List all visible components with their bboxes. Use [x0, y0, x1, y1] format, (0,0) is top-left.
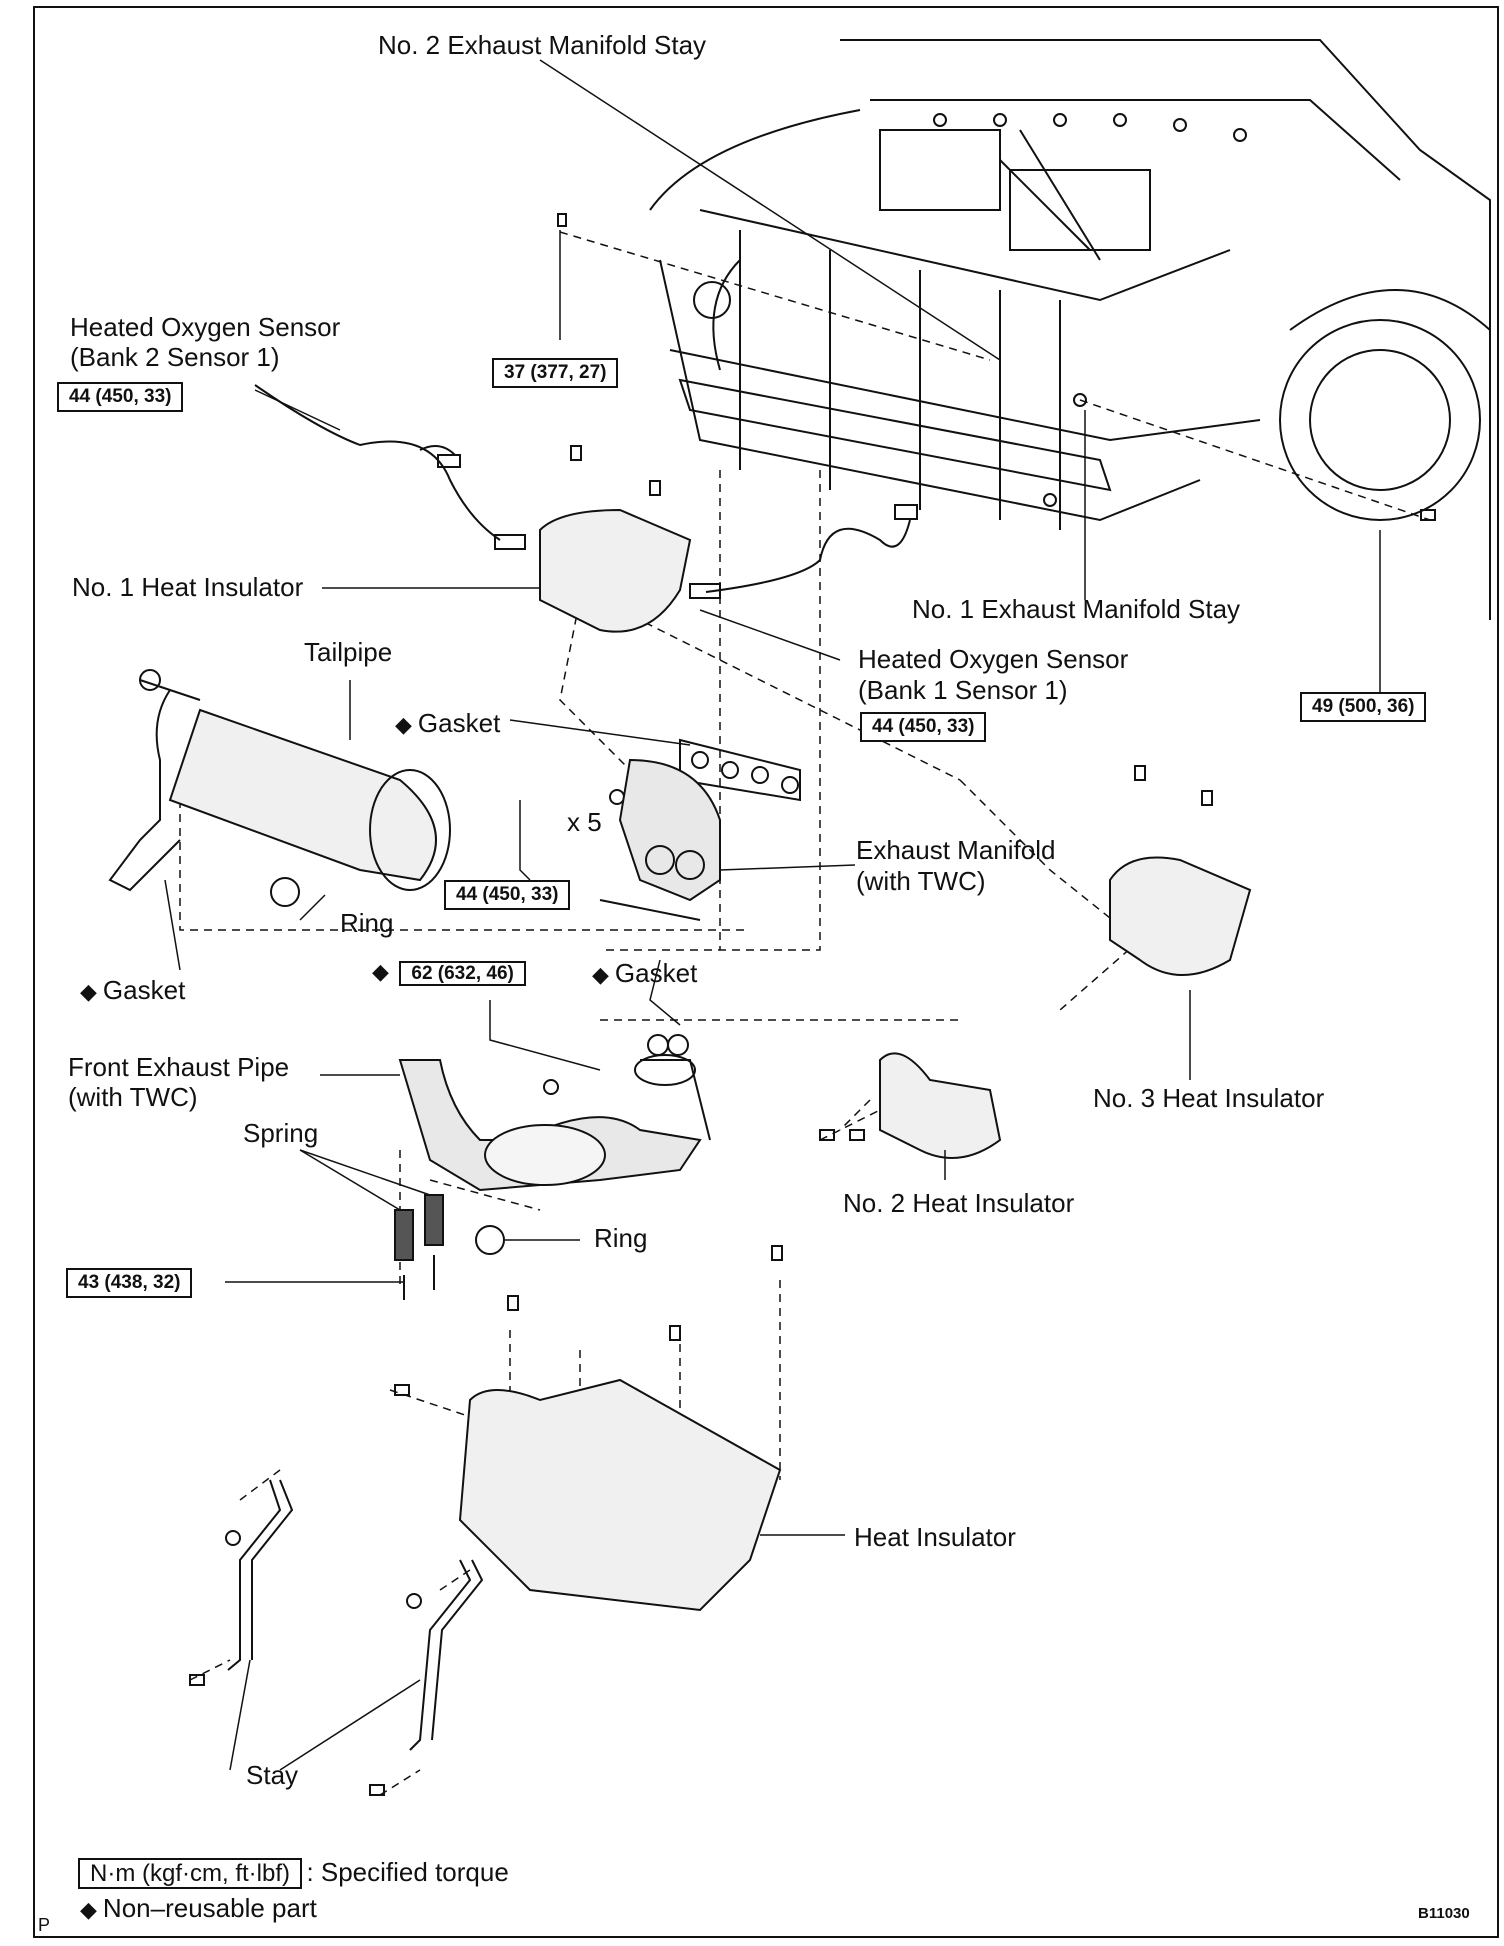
label-times-5: x 5: [567, 807, 602, 837]
label-no1-heat-insulator: No. 1 Heat Insulator: [72, 572, 304, 602]
legend-torque-unit-box: N·m (kgf·cm, ft·lbf): [78, 1858, 302, 1889]
torque-box-49: 49 (500, 36): [1300, 692, 1427, 722]
diagram-frame: [33, 6, 1499, 1938]
label-heated-oxygen-sensor-bank2-line1: Heated Oxygen Sensor: [70, 312, 341, 342]
torque-box-hos2: 44 (450, 33): [57, 382, 184, 412]
torque-box-37: 37 (377, 27): [492, 358, 619, 388]
legend-torque: N·m (kgf·cm, ft·lbf) : Specified torque: [78, 1857, 509, 1889]
gasket-upper-text: Gasket: [417, 708, 501, 738]
label-heated-oxygen-sensor-bank2-line2: (Bank 2 Sensor 1): [70, 342, 280, 372]
no2-heat-insulator-shape: [879, 1052, 1002, 1159]
bolts: [189, 213, 1436, 1796]
label-front-exhaust-pipe-line1: Front Exhaust Pipe: [68, 1052, 290, 1082]
label-heated-oxygen-sensor-bank1-line2: (Bank 1 Sensor 1): [858, 675, 1068, 705]
label-heated-oxygen-sensor-bank1-line1: Heated Oxygen Sensor: [858, 644, 1129, 674]
non-reusable-diamond-icon: ◆: [592, 962, 609, 987]
legend-nonreusable: ◆Non–reusable part: [80, 1893, 317, 1924]
non-reusable-diamond-icon: ◆: [80, 1897, 97, 1922]
non-reusable-diamond-icon: ◆: [372, 959, 389, 984]
label-no3-heat-insulator: No. 3 Heat Insulator: [1093, 1083, 1325, 1113]
label-gasket-tailpipe: ◆Gasket: [80, 975, 185, 1007]
label-gasket-manifold: ◆Gasket: [395, 708, 500, 740]
front-exhaust-pipe-shape: [398, 1034, 711, 1192]
figure-code: B11030: [1418, 1905, 1470, 1922]
torque-box-43: 43 (438, 32): [66, 1268, 193, 1298]
legend-nonreusable-desc: Non–reusable part: [102, 1893, 317, 1923]
heat-insulator-shape: [458, 1378, 782, 1612]
stays-shape: [227, 1479, 484, 1751]
label-front-exhaust-pipe-line2: (with TWC): [68, 1082, 198, 1112]
gasket-left-text: Gasket: [102, 975, 186, 1005]
label-heat-insulator: Heat Insulator: [854, 1522, 1016, 1552]
legend-torque-desc: : Specified torque: [306, 1857, 509, 1887]
label-ring-lower: Ring: [594, 1223, 648, 1253]
oxygen-sensor-wires: [254, 384, 918, 599]
vehicle-engine-bay: [649, 39, 1491, 620]
label-ring-upper: Ring: [340, 908, 394, 938]
label-no1-exhaust-manifold-stay: No. 1 Exhaust Manifold Stay: [912, 594, 1241, 624]
label-exhaust-manifold-line1: Exhaust Manifold: [856, 835, 1056, 865]
torque-box-hos1: 44 (450, 33): [860, 712, 987, 742]
label-spring: Spring: [243, 1118, 319, 1148]
non-reusable-diamond-icon: ◆: [80, 979, 97, 1004]
torque-box-62: 62 (632, 46): [399, 961, 526, 986]
no1-heat-insulator-shape: [539, 508, 692, 633]
torque-box-44-manifold: 44 (450, 33): [444, 880, 571, 910]
label-no2-heat-insulator: No. 2 Heat Insulator: [843, 1188, 1075, 1218]
no3-heat-insulator-shape: [1109, 856, 1252, 976]
exhaust-manifold-shape: [599, 738, 801, 921]
gasket-right-text: Gasket: [614, 958, 698, 988]
label-exhaust-manifold-line2: (with TWC): [856, 866, 986, 896]
label-tailpipe: Tailpipe: [304, 637, 393, 667]
torque-62-group: ◆ 62 (632, 46): [372, 959, 526, 987]
non-reusable-diamond-icon: ◆: [395, 712, 412, 737]
label-stay: Stay: [246, 1760, 299, 1790]
label-no2-exhaust-manifold-stay: No. 2 Exhaust Manifold Stay: [378, 30, 707, 60]
tailpipe-shape: [108, 669, 451, 907]
label-gasket-front-pipe: ◆Gasket: [592, 958, 697, 990]
springs: [394, 1194, 505, 1300]
page-mark: P: [38, 1915, 51, 1935]
